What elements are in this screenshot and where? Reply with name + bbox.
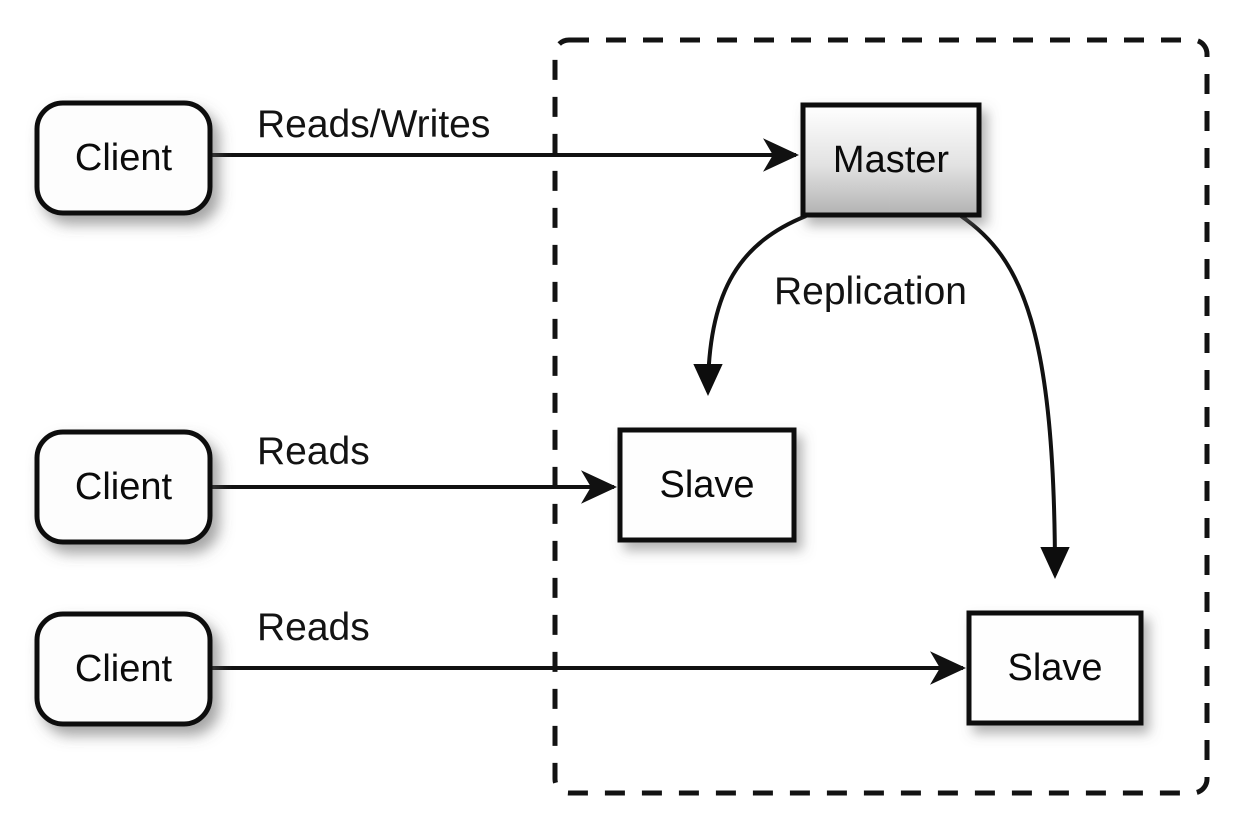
edge-master-slave2 (959, 214, 1070, 579)
edge-label-replication: Replication (774, 270, 967, 313)
master-shape (800, 102, 982, 218)
slave-2-shape (966, 610, 1144, 726)
node-client-2[interactable]: Client (34, 429, 213, 545)
edge-label-reads-slave1: Reads (257, 430, 370, 473)
edge-label-reads-writes: Reads/Writes (257, 103, 490, 146)
edge-label-reads-slave2: Reads (257, 606, 370, 649)
master-label: Master (833, 139, 949, 181)
node-client-1[interactable]: Client (34, 100, 213, 216)
database-cluster-boundary (552, 37, 1210, 796)
slave-1-label: Slave (659, 464, 754, 506)
edge-master-slave1 (693, 214, 807, 396)
node-slave-2[interactable]: Slave (966, 610, 1144, 726)
client-2-shape (34, 429, 213, 545)
client-3-shape (34, 611, 213, 727)
slave-2-label: Slave (1007, 647, 1102, 689)
client-3-label: Client (75, 648, 173, 690)
client-1-label: Client (75, 137, 173, 179)
node-client-3[interactable]: Client (34, 611, 213, 727)
node-master[interactable]: Master (800, 102, 982, 218)
slave-1-shape (617, 427, 797, 543)
client-2-label: Client (75, 466, 173, 508)
client-1-shape (34, 100, 213, 216)
node-slave-1[interactable]: Slave (617, 427, 797, 543)
